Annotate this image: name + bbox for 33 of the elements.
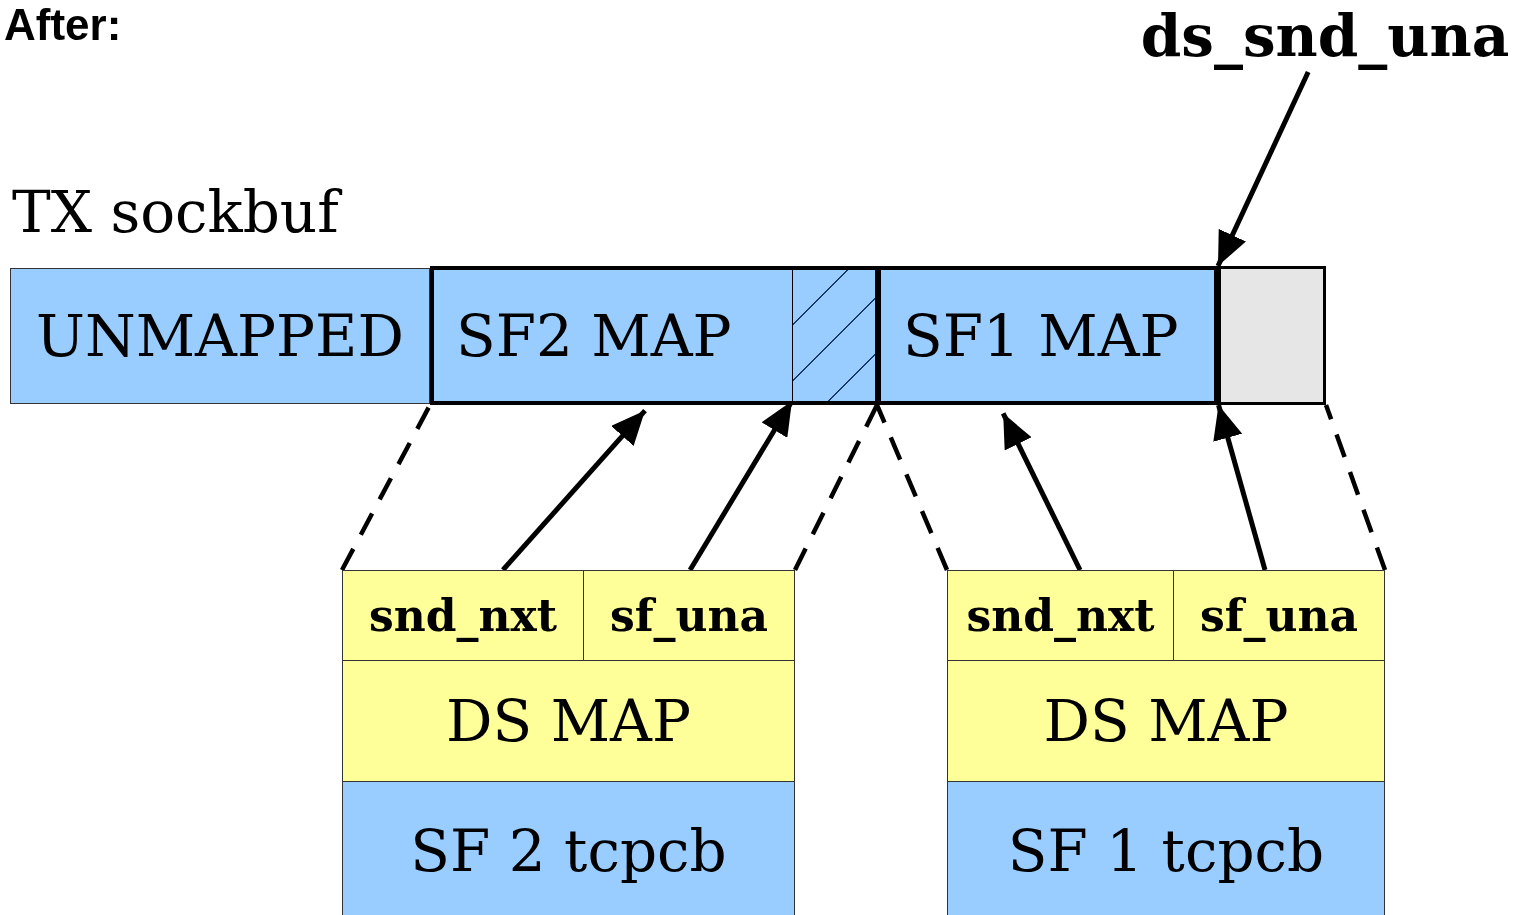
field-name: snd_nxt xyxy=(368,590,558,641)
arrow xyxy=(501,408,647,572)
field-name: snd_nxt xyxy=(966,590,1155,641)
segment-label: SF2 MAP xyxy=(456,301,732,370)
arrow xyxy=(1215,70,1311,268)
field-cell xyxy=(583,570,795,661)
field-name: sf_una xyxy=(609,590,769,641)
map-label: DS MAP xyxy=(1043,687,1289,755)
arrow xyxy=(1000,412,1083,572)
block-label: SF 2 tcpcb xyxy=(410,817,727,885)
hatched-segment xyxy=(792,270,875,401)
buffer-segment xyxy=(430,266,877,405)
arrow xyxy=(1213,404,1268,571)
buffer-segment xyxy=(877,266,1218,405)
map-row xyxy=(342,660,795,782)
segment-label: UNMAPPED xyxy=(36,302,404,370)
control-block-row xyxy=(342,781,795,915)
free-segment xyxy=(1218,266,1326,405)
buffer-segment xyxy=(10,268,430,404)
dashed-line xyxy=(874,404,950,571)
pointer-label: ds_snd_una xyxy=(1120,0,1530,72)
field-cell xyxy=(947,570,1174,661)
block-label: SF 1 tcpcb xyxy=(1007,817,1325,885)
field-cell xyxy=(342,570,584,661)
field-name: sf_una xyxy=(1199,590,1359,641)
map-row xyxy=(947,660,1385,782)
control-block-row xyxy=(947,781,1385,915)
dashed-line xyxy=(793,404,879,571)
segment-label: SF1 MAP xyxy=(903,301,1179,370)
dashed-line xyxy=(1323,404,1388,571)
field-cell xyxy=(1173,570,1385,661)
map-label: DS MAP xyxy=(446,687,691,755)
diagram-title: After: xyxy=(4,0,122,50)
